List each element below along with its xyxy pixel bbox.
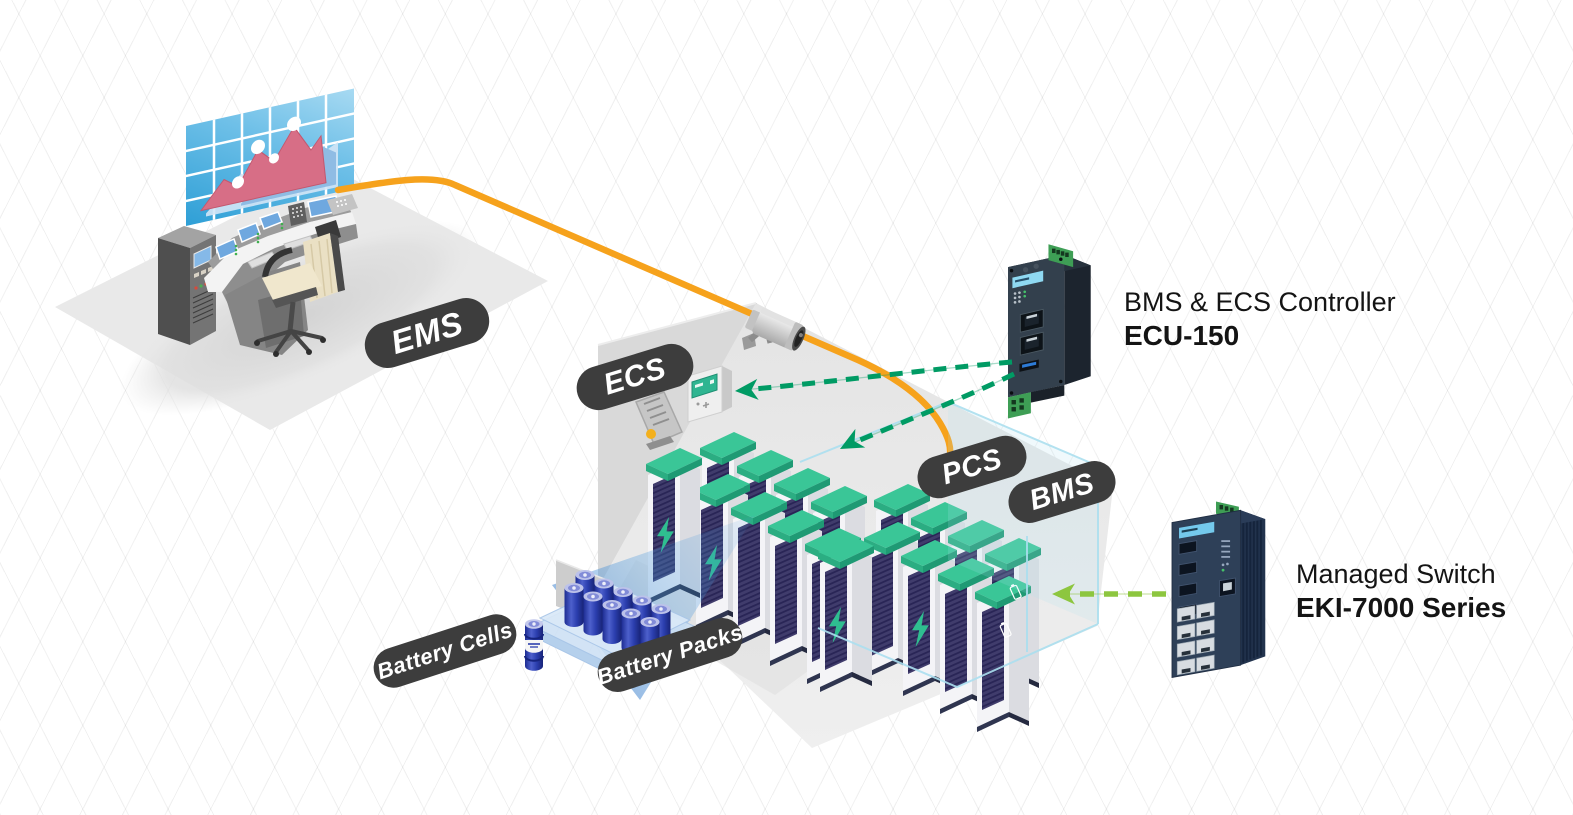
controller-title: BMS & ECS Controller (1124, 287, 1396, 317)
battery-rack-cabinet (818, 536, 874, 692)
switch-caption: Managed Switch EKI-7000 Series (1296, 558, 1506, 624)
battery-cell-stack (524, 619, 544, 671)
switch-model: EKI-7000 Series (1296, 592, 1507, 623)
controller-caption: BMS & ECS Controller ECU-150 (1124, 286, 1396, 352)
battery-rack-cabinet (975, 576, 1031, 732)
usb-port (1019, 359, 1039, 372)
eki-7000-device (1171, 501, 1266, 679)
video-wall (186, 88, 354, 226)
teal-dashed-arrow-to-panel (734, 359, 1013, 402)
teal-dashed-arrow-to-racks (835, 371, 1016, 459)
orange-cable (334, 176, 954, 461)
console-port (1219, 577, 1236, 598)
ecu-150-device (1008, 244, 1091, 419)
office-chair (254, 220, 345, 357)
cctv-camera-icon (742, 307, 806, 351)
switch-title: Managed Switch (1296, 559, 1496, 589)
hvac-unit-icon (634, 391, 683, 450)
dashboard-chart (199, 116, 338, 217)
controller-model: ECU-150 (1124, 320, 1240, 351)
ethernet-ports (1019, 308, 1044, 356)
green-dashed-arrow-to-racks (1052, 583, 1166, 605)
